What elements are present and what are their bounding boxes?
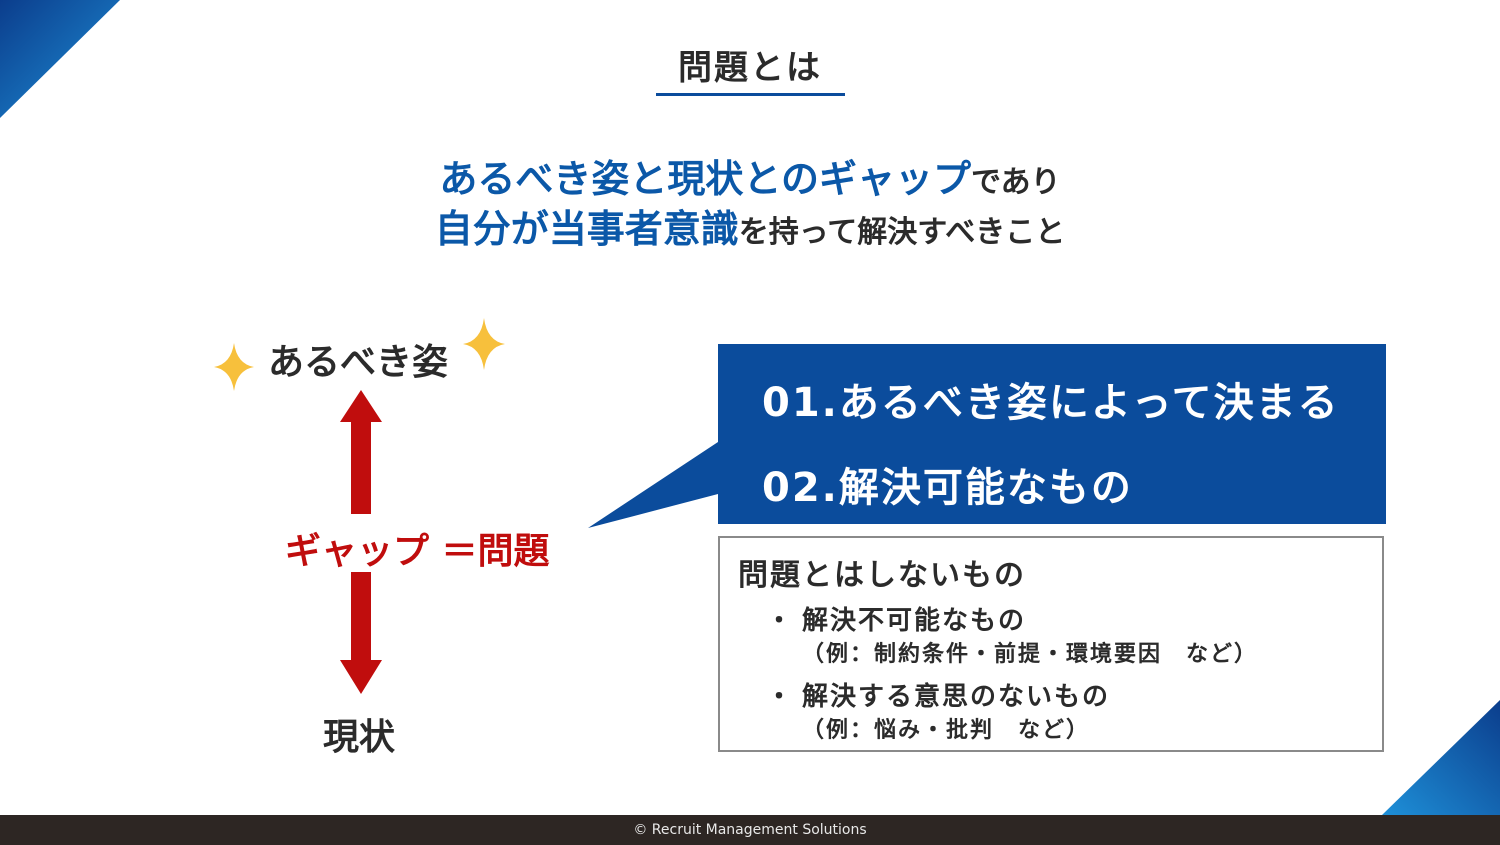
not-problem-label: 解決不可能なもの xyxy=(802,606,1027,636)
callout-box xyxy=(588,344,1386,528)
not-problems-title: 問題とはしないもの xyxy=(738,558,1026,593)
gap-label: ギャップ ＝問題 xyxy=(285,531,550,572)
footer-copyright: © Recruit Management Solutions xyxy=(0,815,1500,845)
corner-decoration-bottom-right xyxy=(1382,700,1500,815)
arrow-up-icon xyxy=(340,390,382,514)
not-problems-box: 問題とはしないもの ・解決不可能なもの （例：制約条件・前提・環境要因 など） … xyxy=(718,536,1384,752)
not-problem-item: ・解決不可能なもの xyxy=(766,600,1026,637)
callout-item-1: 01.あるべき姿によって決まる xyxy=(762,380,1340,426)
not-problem-example: （例：悩み・批判 など） xyxy=(802,718,1091,743)
not-problem-item: ・解決する意思のないもの xyxy=(766,676,1110,713)
definition-line-2: 自分が当事者意識を持って解決すべきこと xyxy=(0,198,1500,253)
not-problem-label: 解決する意思のないもの xyxy=(802,682,1111,712)
definition-rest-1: であり xyxy=(970,165,1061,200)
corner-decoration-top-left xyxy=(0,0,120,118)
ideal-state-label: あるべき姿 xyxy=(268,342,449,383)
definition-rest-2: を持って解決すべきこと xyxy=(738,215,1066,250)
arrow-down-icon xyxy=(340,572,382,694)
title-underline xyxy=(656,93,845,96)
callout-item-2: 02.解決可能なもの xyxy=(762,465,1133,511)
bullet-icon: ・ xyxy=(766,682,795,712)
bullet-icon: ・ xyxy=(766,606,795,636)
current-state-label: 現状 xyxy=(323,717,396,758)
not-problem-example: （例：制約条件・前提・環境要因 など） xyxy=(802,642,1259,667)
sparkle-icon xyxy=(214,343,254,391)
definition-line-1: あるべき姿と現状とのギャップであり xyxy=(0,148,1500,203)
page-title: 問題とは xyxy=(678,48,822,88)
definition-emphasis-1: あるべき姿と現状とのギャップ xyxy=(439,157,971,201)
definition-emphasis-2: 自分が当事者意識 xyxy=(434,207,739,251)
sparkle-icon xyxy=(463,318,505,370)
